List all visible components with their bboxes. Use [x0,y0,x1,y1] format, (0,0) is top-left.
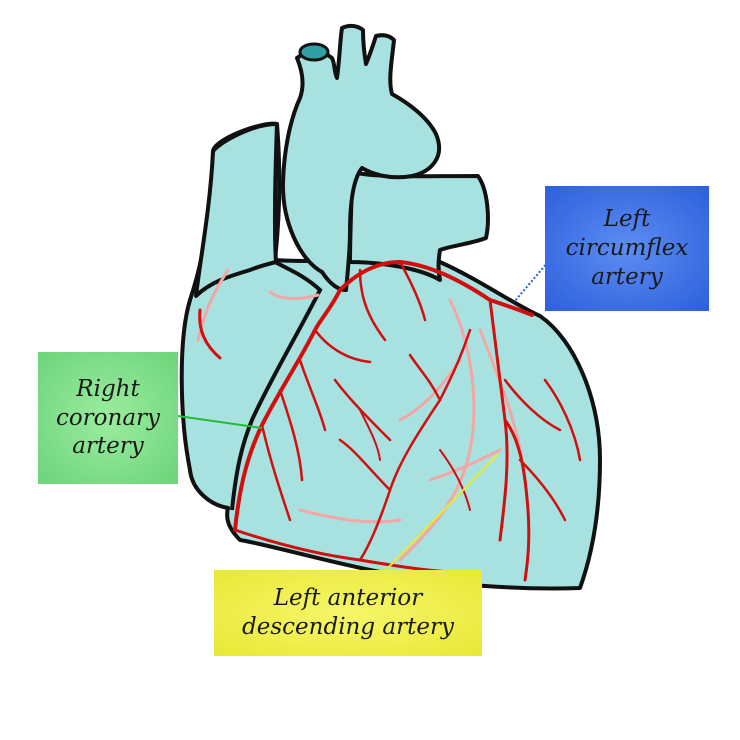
branch-7 [338,438,392,492]
lad-artery [233,288,342,532]
branch-4 [438,328,472,402]
branch-16 [543,378,582,462]
label-text: artery [591,263,663,290]
posterior-artery-2 [268,290,320,300]
posterior-artery-3 [398,298,476,562]
branch-11 [278,388,304,482]
label-right-coronary-artery: Right coronary artery [38,352,178,484]
label-text: coronary [55,404,161,431]
label-text: Left anterior [273,585,423,612]
aorta [280,23,442,292]
branch-3 [503,378,562,432]
heart-ventricles [179,121,602,591]
branch-13 [398,260,427,322]
branch-9 [313,328,372,364]
label-text: Left [603,206,651,233]
posterior-artery-1 [196,268,230,342]
posterior-artery-5 [298,508,402,524]
label-text: artery [72,433,144,460]
branch-14 [358,268,387,342]
posterior-arteries [196,268,527,562]
circumflex-artery [338,260,534,317]
atrium-outline [230,260,323,511]
branch-17 [359,409,381,461]
branch-6 [408,353,442,402]
label-text: Right [76,375,140,402]
label-left-anterior-descending-artery: Left anterior descending artery [214,570,482,656]
branch-12 [260,423,292,522]
branch-10 [298,358,327,432]
branch-18 [439,449,471,511]
branch-2 [503,418,531,582]
label-left-circumflex-artery: Left circumflex artery [545,186,709,311]
leader-line-lad [383,453,499,573]
leader-line-left-circumflex [513,261,549,303]
label-text: circumflex [565,235,689,262]
coronary-arteries [198,260,582,582]
superior-vena-cava [194,122,279,298]
label-text: descending artery [242,614,454,640]
right-coronary-artery [198,308,222,360]
leader-line-right-coronary [177,415,263,429]
posterior-artery-6 [428,448,502,482]
aorta-opening [298,42,330,62]
branch-15 [518,458,567,522]
